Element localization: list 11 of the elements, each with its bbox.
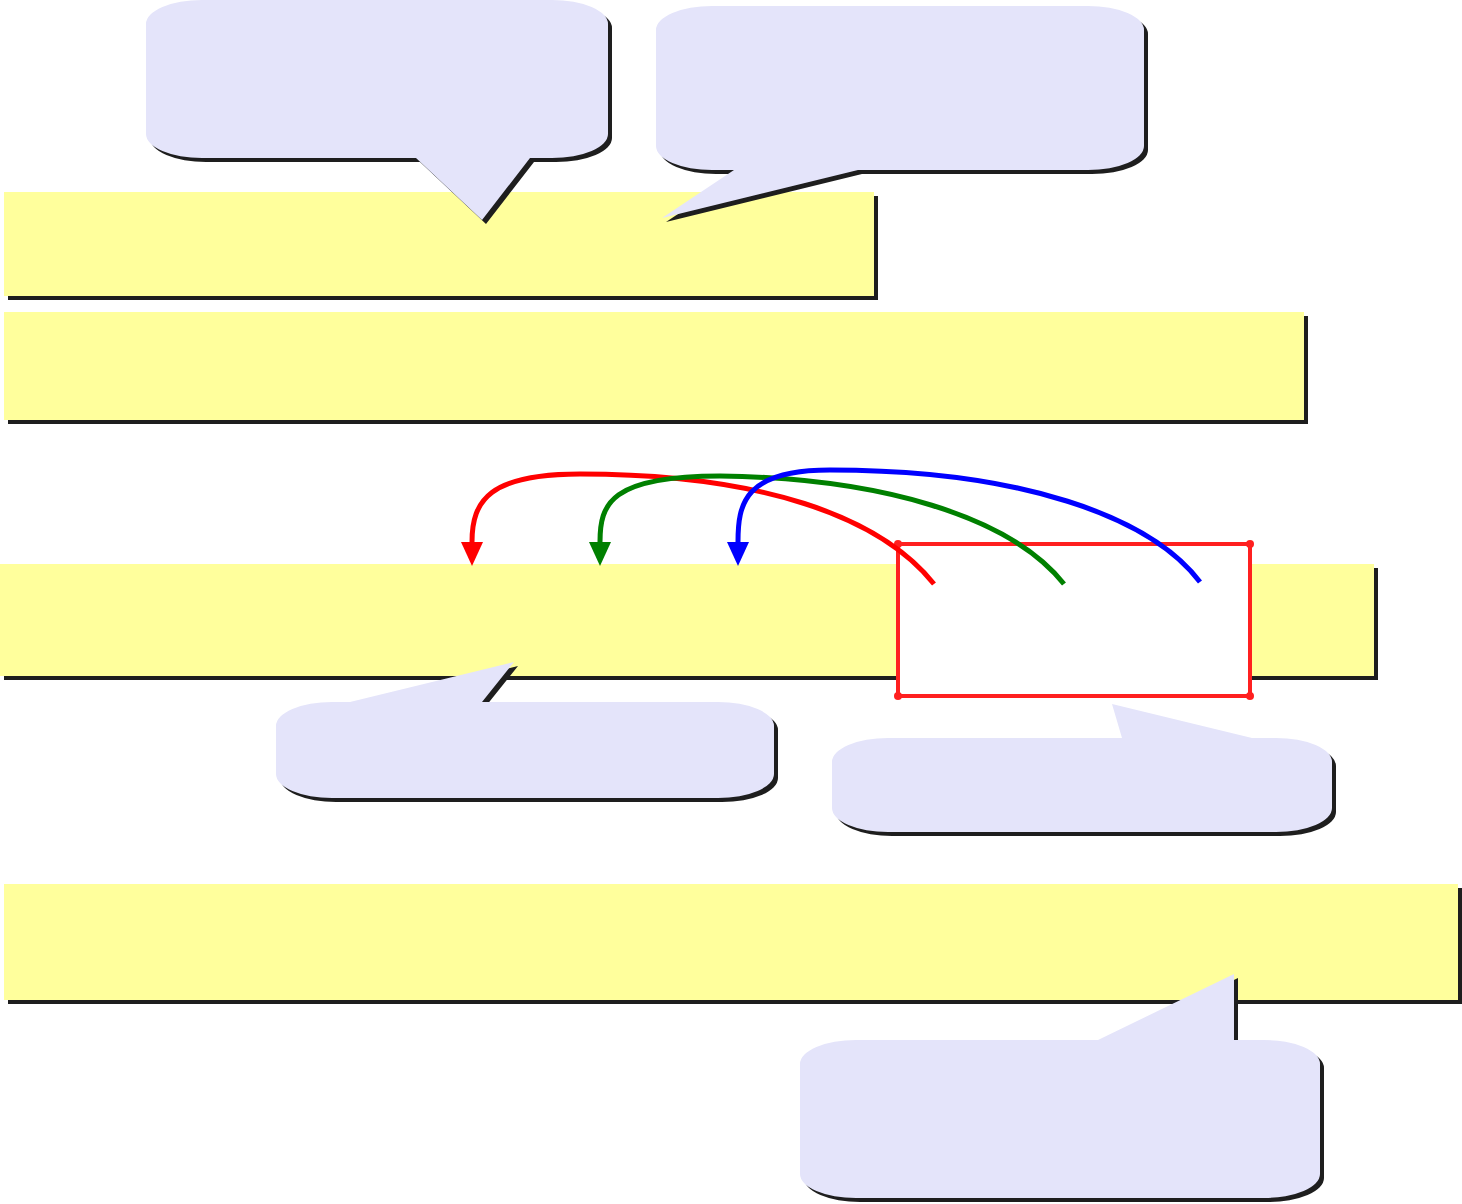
speech-bubble [800, 974, 1324, 1202]
banner-bar [4, 884, 1462, 1004]
curved-arrow [727, 467, 1202, 584]
curved-arrow [589, 473, 1066, 586]
outline-frame [894, 540, 1254, 700]
banner-bar [4, 192, 878, 300]
speech-bubble [832, 704, 1336, 836]
speech-bubble [276, 662, 778, 802]
curved-arrow [461, 471, 936, 586]
banner-bar [4, 312, 1308, 424]
speech-bubble [656, 6, 1148, 222]
